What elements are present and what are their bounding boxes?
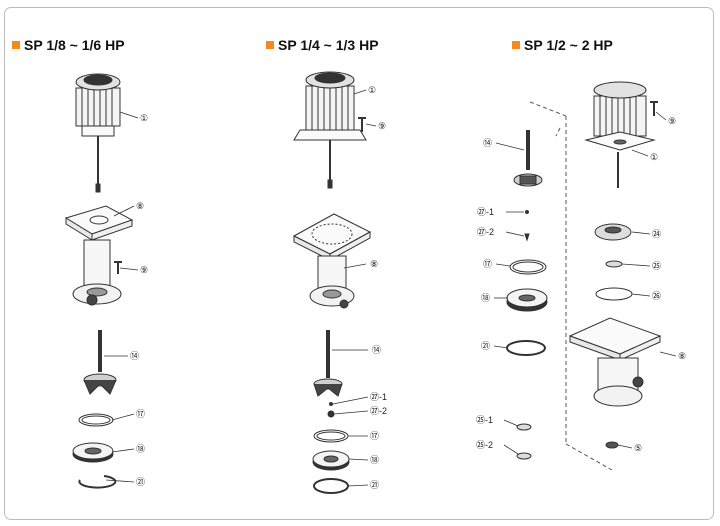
part-label: ㉗-1 [370,392,387,402]
motor-bracket-2 [292,213,372,309]
part-labels: ① ⑧ ⑨ ⑭ ⑰ ⑱ ㉑ ① ⑨ ⑧ ⑭ ㉗-1 ㉗-2 ⑰ ⑱ ㉑ ⑭ ㉗-… [130,85,686,490]
orange-bullet-icon [512,41,520,49]
part-label: ⑱ [136,444,145,454]
part-label: ⑭ [483,138,492,148]
diagram-frame [4,7,714,520]
part-label: ⑧ [370,259,378,269]
ring-17-3 [509,259,547,275]
motor-1 [75,73,121,193]
shaft-impeller-2 [313,330,343,397]
motor-3 [584,81,656,188]
part-label: ⑱ [370,455,379,465]
key-pin-3 [524,210,530,242]
part-label: ㉑ [136,477,145,487]
part-label: ① [368,85,376,95]
shaft-impeller-1 [83,330,117,395]
part-5-3 [605,441,619,449]
seal-18-3 [506,288,548,312]
part-label: ⑭ [130,351,139,361]
part-label: ⑨ [668,116,676,126]
motor-bracket-1 [64,205,134,306]
ring-17-1 [78,413,114,427]
part-label: ⑧ [678,351,686,361]
screw-1 [114,261,122,274]
leader-lines [104,89,677,487]
part-label: ① [140,113,148,123]
dashed-assembly-guides [529,101,613,471]
part-label: ㉕-2 [476,440,493,450]
part-label: ㉔ [652,229,661,239]
seal-18-2 [312,450,350,471]
snap-ring-21-3 [506,340,546,356]
part-label: ⑱ [481,293,490,303]
part-label: ⑤ [634,443,642,453]
section-header-large: SP 1/2 ~ 2 HP [512,37,613,53]
small-seal-25-3 [516,423,532,460]
part-label: ⑨ [378,121,386,131]
section-header-small: SP 1/8 ~ 1/6 HP [12,37,125,53]
section-header-medium: SP 1/4 ~ 1/3 HP [266,37,379,53]
part-label: ⑰ [370,431,379,441]
part-label: ① [650,152,658,162]
shaft-left-3 [513,130,543,187]
part-label: ⑭ [372,345,381,355]
snap-ring-21-1 [78,475,117,489]
part-label: ㉖ [652,291,661,301]
part-label: ⑧ [136,201,144,211]
part-label: ㉗-2 [370,406,387,416]
part-label: ㉗-2 [477,227,494,237]
part-label: ㉗-1 [477,207,494,217]
section-title: SP 1/2 ~ 2 HP [524,37,613,53]
seal-25-3 [605,260,623,268]
part-label: ㉑ [481,341,490,351]
seal-24-3 [594,223,632,241]
motor-2 [293,71,367,189]
snap-ring-21-2 [313,478,349,494]
section-title: SP 1/8 ~ 1/6 HP [24,37,125,53]
orange-bullet-icon [266,41,274,49]
part-label: ㉕-1 [476,415,493,425]
seal-18-1 [72,442,114,463]
orange-bullet-icon [12,41,20,49]
screw-2 [358,117,366,132]
part-label: ⑨ [140,265,148,275]
key-pin-2 [327,402,335,418]
part-label: ⑰ [136,409,145,419]
part-label: ⑰ [483,259,492,269]
ring-17-2 [313,429,349,443]
section-title: SP 1/4 ~ 1/3 HP [278,37,379,53]
bracket-3 [568,317,662,407]
ring-26-3 [595,287,633,301]
part-label: ㉑ [370,480,379,490]
screw-3 [650,101,658,116]
part-label: ㉕ [652,261,661,271]
